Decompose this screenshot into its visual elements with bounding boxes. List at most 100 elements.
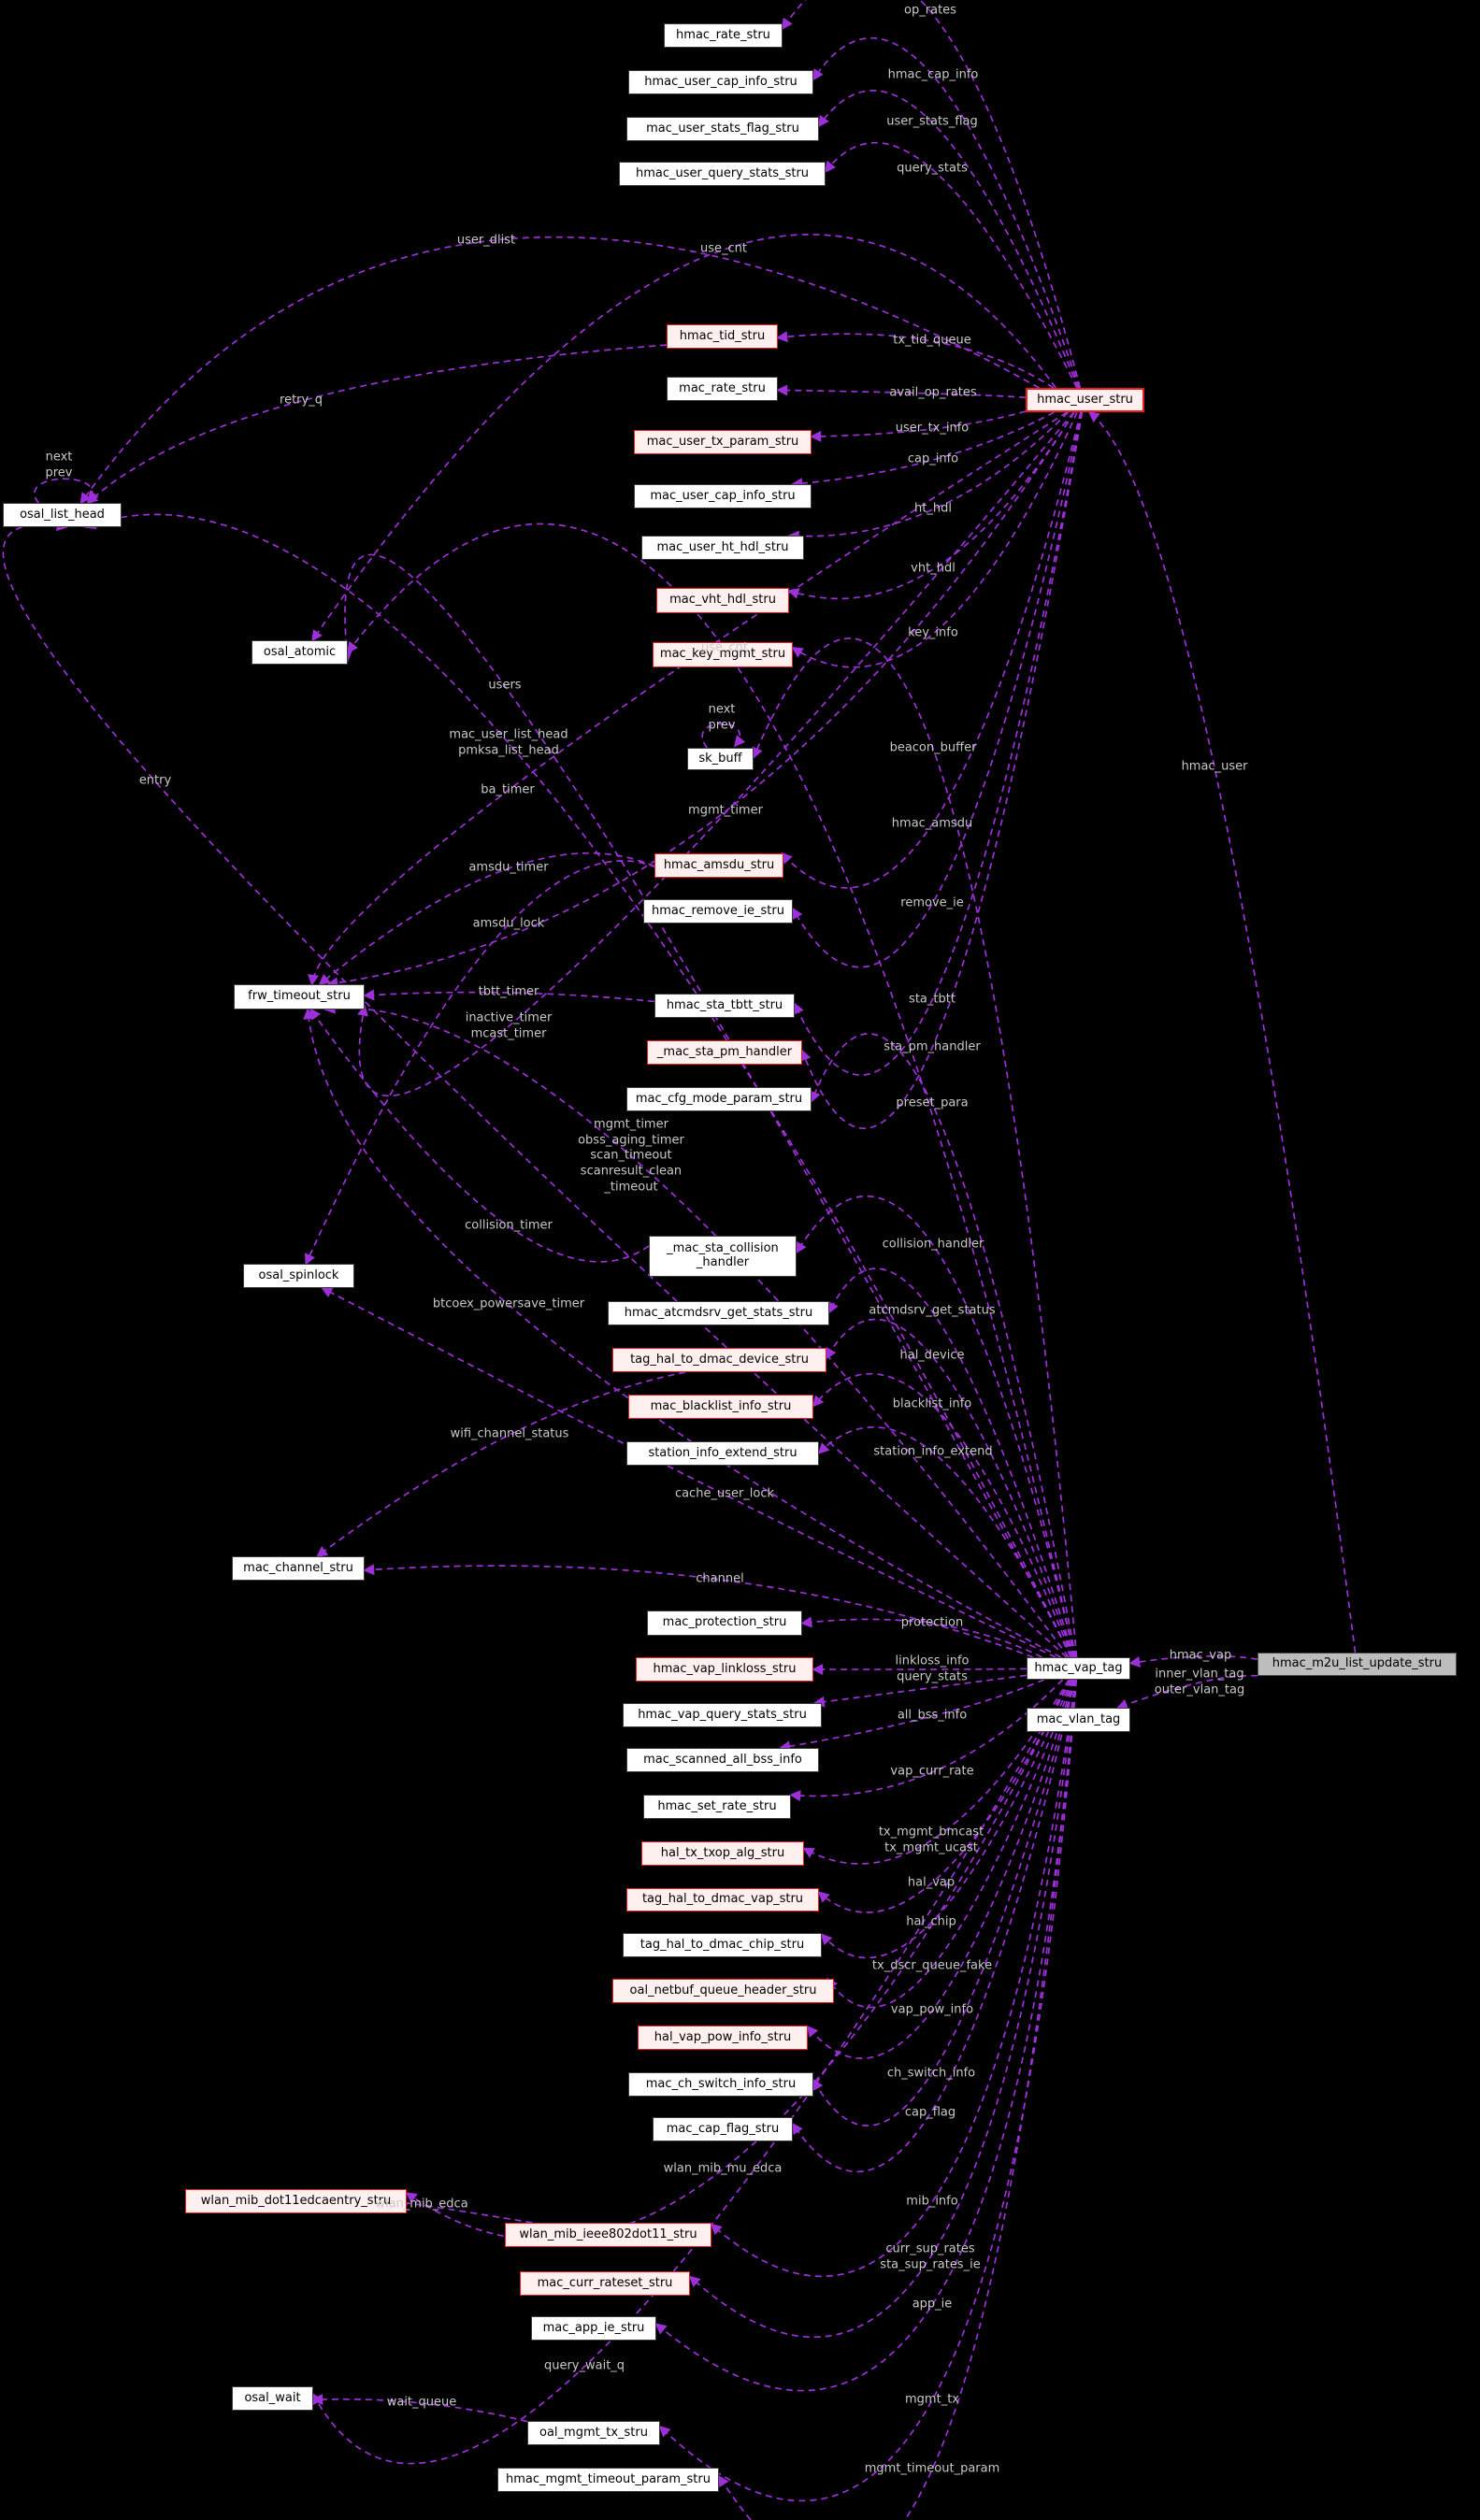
node-hal_vap_pow_info_stru[interactable]: hal_vap_pow_info_stru (638, 2026, 808, 2050)
node-mac_app_ie_stru[interactable]: mac_app_ie_stru (531, 2316, 656, 2341)
node-wlan_mib_dot11edcaentry_stru[interactable]: wlan_mib_dot11edcaentry_stru (185, 2189, 407, 2213)
node-frw_timeout_stru[interactable]: frw_timeout_stru (234, 984, 365, 1009)
edge-hmac_vap_tag-to-sk_buff-41 (752, 637, 1078, 1658)
node-mac_user_tx_param_stru[interactable]: mac_user_tx_param_stru (634, 430, 812, 454)
node-_mac_sta_pm_handler[interactable]: _mac_sta_pm_handler (647, 1040, 802, 1065)
edge-hmac_amsdu_stru-to-frw_timeout_stru-23 (318, 852, 655, 986)
node-osal_atomic[interactable]: osal_atomic (251, 640, 348, 665)
node-mac_vht_hdl_stru[interactable]: mac_vht_hdl_stru (656, 588, 789, 613)
edge-tag_hal_to_dmac_device_stru-to-mac_channel_stru-61 (316, 1371, 686, 1558)
edge-hmac_user_stru-to-mac_user_tx_param_stru-8 (810, 410, 1027, 442)
edge-hmac_sta_tbtt_stru-to-frw_timeout_stru-25 (363, 989, 655, 1003)
edge-hmac_vap_tag-to-_mac_sta_collision_handler-29 (796, 1196, 1076, 1658)
node-mac_rate_stru[interactable]: mac_rate_stru (667, 377, 778, 401)
node-mac_vlan_tag[interactable]: mac_vlan_tag (1027, 1708, 1130, 1732)
edge-hmac_vap_tag-to-tag_hal_to_dmac_vap_stru-48 (817, 1679, 1072, 1913)
node-mac_user_stats_flag_stru[interactable]: mac_user_stats_flag_stru (626, 117, 819, 141)
node-hmac_user_stru[interactable]: hmac_user_stru (1026, 388, 1144, 412)
node-hmac_rate_stru[interactable]: hmac_rate_stru (664, 23, 783, 48)
node-mac_key_mgmt_stru[interactable]: mac_key_mgmt_stru (653, 642, 793, 667)
edge-hmac_vap_tag-to-station_info_extend_stru-34 (817, 1426, 1072, 1658)
edge-hmac_user_stru-to-osal_list_head-5 (79, 236, 1040, 505)
edge-hmac_vap_tag-to-hal_vap_pow_info_stru-51 (806, 1679, 1075, 2059)
edge-hmac_vap_tag-to-tag_hal_to_dmac_chip_stru-49 (820, 1679, 1073, 1959)
node-station_info_extend_stru[interactable]: station_info_extend_stru (626, 1441, 819, 1466)
node-tag_hal_to_dmac_chip_stru[interactable]: tag_hal_to_dmac_chip_stru (623, 1933, 822, 1957)
edge-sk_buff-to-sk_buff-22 (701, 723, 746, 749)
node-hmac_amsdu_stru[interactable]: hmac_amsdu_stru (654, 853, 783, 878)
node-hmac_atcmdsrv_get_stats_stru[interactable]: hmac_atcmdsrv_get_stats_stru (608, 1301, 829, 1325)
edge-hmac_vap_tag-to-hmac_vap_query_stats_stru-44 (812, 1674, 1027, 1708)
node-mac_cap_flag_stru[interactable]: mac_cap_flag_stru (653, 2117, 793, 2141)
edge-hmac_user_stru-to-frw_timeout_stru-14 (308, 411, 1068, 986)
edge-hmac_user_stru-to-mac_user_ht_hdl_stru-10 (787, 411, 1070, 542)
node-mac_cfg_mode_param_stru[interactable]: mac_cfg_mode_param_stru (626, 1087, 812, 1111)
node-mac_curr_rateset_stru[interactable]: mac_curr_rateset_stru (520, 2271, 690, 2296)
edge-hmac_vap_tag-to-osal_atomic-39 (340, 553, 1073, 1658)
edge-hmac_user_stru-to-mac_rate_stru-7 (776, 384, 1027, 399)
node-hal_tx_txop_alg_stru[interactable]: hal_tx_txop_alg_stru (641, 1841, 804, 1866)
edge-hmac_vap_tag-to-osal_list_head-40 (84, 513, 1072, 1658)
node-mac_channel_stru[interactable]: mac_channel_stru (232, 1556, 365, 1581)
node-hmac_remove_ie_stru[interactable]: hmac_remove_ie_stru (643, 899, 793, 924)
node-hmac_mgmt_timeout_param_stru[interactable]: hmac_mgmt_timeout_param_stru (497, 2468, 719, 2492)
node-sk_buff[interactable]: sk_buff (687, 748, 754, 770)
node-hmac_set_rate_stru[interactable]: hmac_set_rate_stru (643, 1795, 791, 1819)
edge-hmac_user_stru-to-hmac_user_query_stats_stru-3 (824, 141, 1078, 389)
edge-hmac_vap_tag-to-wlan_mib_dot11edcaentry_stru-54 (405, 1679, 1071, 2241)
edge-hmac_vap_tag-to-osal_list_head-37 (2, 520, 1068, 1658)
edge-hmac_m2u_list_update_stru-to-mac_vlan_tag-66 (1115, 1674, 1258, 1711)
node-mac_user_cap_info_stru[interactable]: mac_user_cap_info_stru (634, 484, 812, 508)
edge-hmac_vap_tag-to-frw_timeout_stru-30 (303, 1008, 1062, 1658)
node-mac_blacklist_info_stru[interactable]: mac_blacklist_info_stru (628, 1395, 813, 1419)
node-hmac_m2u_list_update_stru[interactable]: hmac_m2u_list_update_stru (1257, 1653, 1457, 1676)
edge-hmac_vap_tag-to-frw_timeout_stru-28 (323, 1002, 1070, 1658)
edge-hmac_vap_tag-to-mac_scanned_all_bss_info-45 (779, 1679, 1045, 1753)
node-osal_list_head[interactable]: osal_list_head (3, 503, 122, 527)
edge-hmac_user_stru-to-mac_key_mgmt_stru-12 (791, 411, 1078, 668)
edge-hmac_vap_tag-to-hmac_set_rate_stru-46 (789, 1679, 1064, 1802)
node-osal_wait[interactable]: osal_wait (232, 2386, 313, 2411)
edge-hmac_vap_tag-to-osal_wait-58 (312, 1679, 1071, 2465)
node-oal_netbuf_queue_header_stru[interactable]: oal_netbuf_queue_header_stru (612, 1979, 834, 2003)
edge-hmac_vap_tag-to-mac_cfg_mode_param_stru-27 (810, 1033, 1077, 1658)
edge-hmac_user_stru-to-hmac_amsdu_stru-18 (781, 411, 1082, 889)
node-hmac_vap_linkloss_stru[interactable]: hmac_vap_linkloss_stru (636, 1657, 813, 1682)
node-hmac_vap_query_stats_stru[interactable]: hmac_vap_query_stats_stru (623, 1703, 822, 1727)
node-wlan_mib_ieee802dot11_stru[interactable]: wlan_mib_ieee802dot11_stru (505, 2223, 711, 2247)
edge-hmac_vap_tag-to-oal_netbuf_queue_header_stru-50 (826, 1679, 1074, 2009)
edge-_mac_sta_collision_handler-to-frw_timeout_stru-26 (309, 1008, 650, 1263)
node-mac_protection_stru[interactable]: mac_protection_stru (647, 1611, 802, 1636)
node-hmac_user_cap_info_stru[interactable]: hmac_user_cap_info_stru (628, 70, 813, 94)
edge-hmac_user_stru-to-frw_timeout_stru-15 (357, 411, 1075, 1097)
node-tag_hal_to_dmac_device_stru[interactable]: tag_hal_to_dmac_device_stru (612, 1348, 826, 1372)
node-hmac_vap_tag[interactable]: hmac_vap_tag (1027, 1657, 1130, 1680)
edge-hmac_user_stru-to-frw_timeout_stru-13 (326, 411, 1075, 989)
edge-hmac_vap_tag-to-mac_channel_stru-36 (363, 1564, 1034, 1658)
edge-oal_mgmt_tx_stru-to-osal_wait-63 (311, 2393, 528, 2423)
edge-hmac_user_stru-to-hmac_sta_tbtt_stru-16 (793, 411, 1084, 1076)
edge-hmac_user_stru-to-hmac_user_cap_info_stru-1 (812, 36, 1081, 389)
edge-osal_list_head-to-osal_list_head-21 (34, 478, 99, 504)
node-mac_ch_switch_info_stru[interactable]: mac_ch_switch_info_stru (628, 2072, 813, 2097)
edge-hmac_m2u_list_update_stru-to-hmac_user_stru-64 (1087, 410, 1357, 1654)
node-osal_spinlock[interactable]: osal_spinlock (243, 1264, 354, 1288)
edge-hmac_vap_tag-to-mac_protection_stru-42 (800, 1616, 1042, 1658)
node-hmac_tid_stru[interactable]: hmac_tid_stru (667, 324, 778, 349)
edge-hmac_vap_tag-to-osal_spinlock-35 (321, 1287, 1056, 1658)
edge-hmac_vap_tag-to-mac_curr_rateset_stru-56 (688, 1679, 1077, 2339)
node-hmac_user_query_stats_stru[interactable]: hmac_user_query_stats_stru (619, 162, 826, 186)
edge-hmac_vap_tag-to-mac_ch_switch_info_stru-52 (812, 1679, 1075, 2126)
node-mac_scanned_all_bss_info[interactable]: mac_scanned_all_bss_info (626, 1748, 819, 1772)
node-tag_hal_to_dmac_vap_stru[interactable]: tag_hal_to_dmac_vap_stru (626, 1888, 819, 1911)
edge-hmac_tid_stru-to-osal_list_head-20 (86, 344, 668, 505)
edge-hmac_vap_tag-to-hal_tx_txop_alg_stru-47 (802, 1679, 1070, 1865)
edge-hmac_amsdu_stru-to-osal_spinlock-24 (305, 860, 677, 1266)
edge-hmac_user_stru-to-_mac_sta_pm_handler-17 (800, 411, 1084, 1129)
node-hmac_sta_tbtt_stru[interactable]: hmac_sta_tbtt_stru (654, 994, 795, 1018)
node-oal_mgmt_tx_stru[interactable]: oal_mgmt_tx_stru (527, 2421, 660, 2445)
edge-hmac_user_stru-to-hmac_remove_ie_stru-19 (792, 411, 1083, 968)
node-_mac_sta_collision_handler[interactable]: _mac_sta_collision _handler (649, 1236, 797, 1277)
node-mac_user_ht_hdl_stru[interactable]: mac_user_ht_hdl_stru (641, 536, 804, 560)
